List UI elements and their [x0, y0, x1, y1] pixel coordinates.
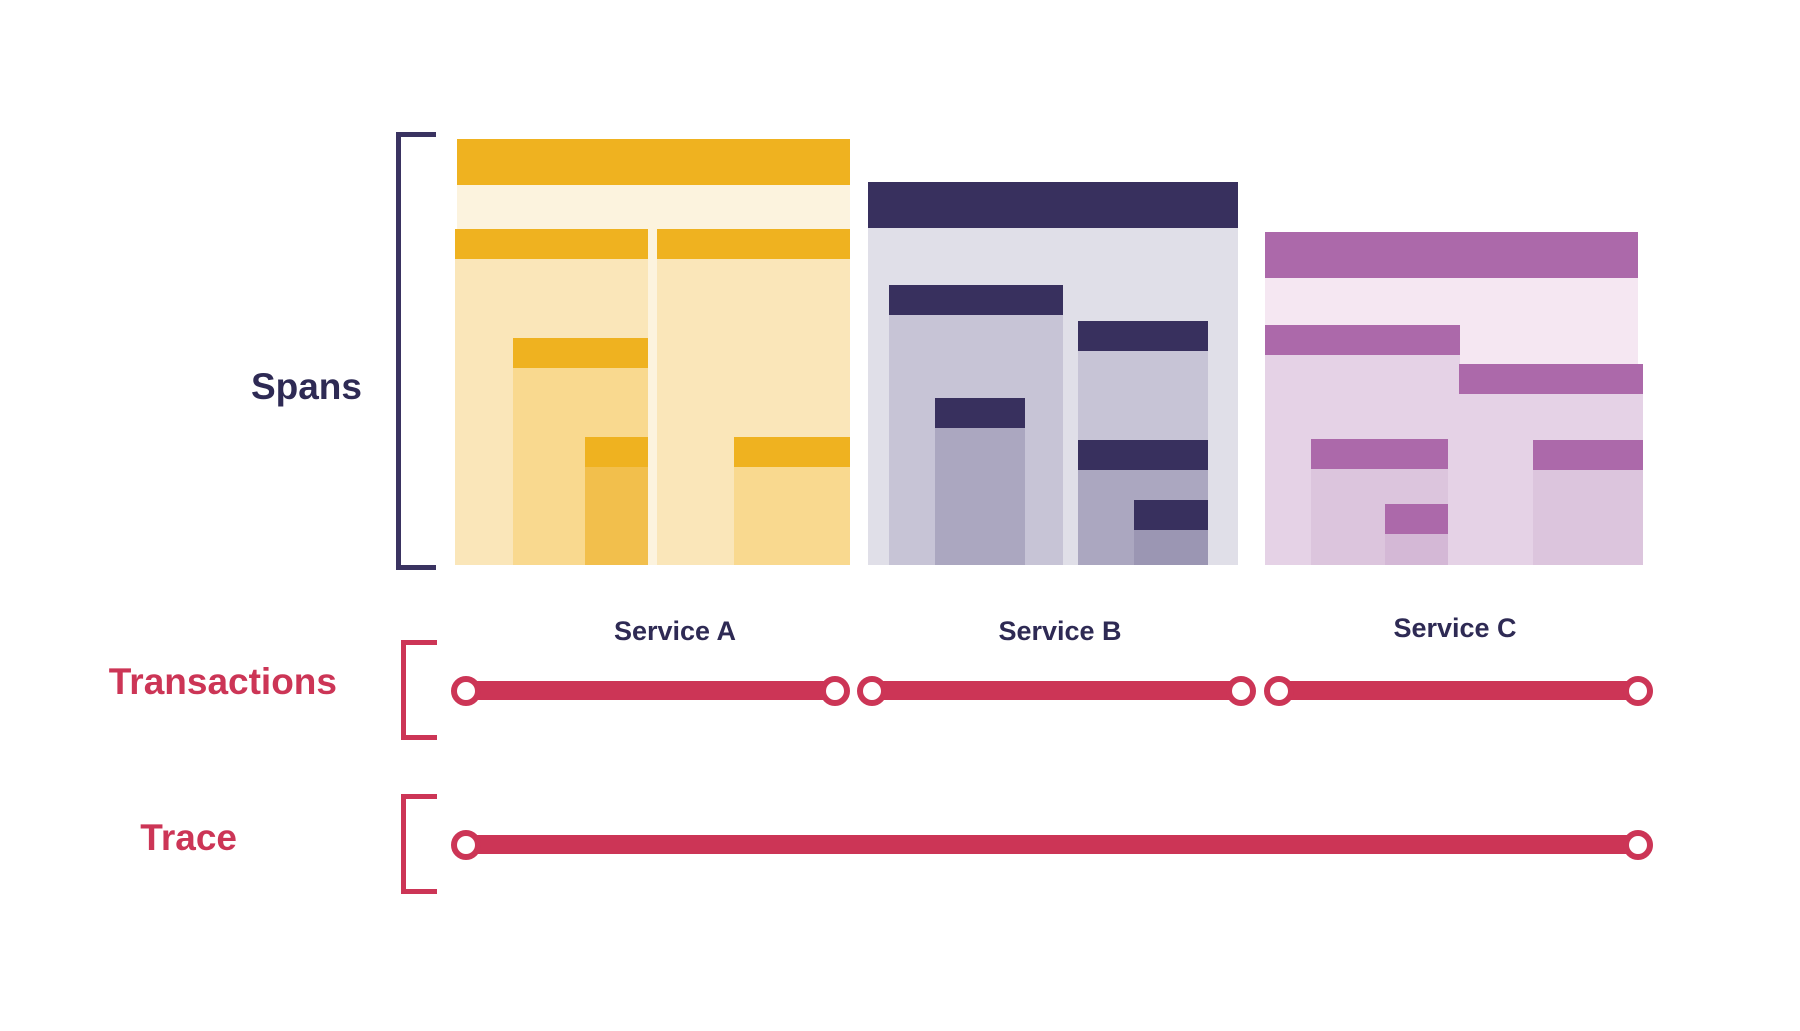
- span-service-b-5: [1134, 500, 1208, 565]
- span-service-c-4: [1533, 440, 1643, 565]
- span-cap: [1265, 232, 1638, 278]
- span-cap: [868, 182, 1238, 228]
- span-body: [734, 467, 850, 565]
- span-cap: [935, 398, 1025, 428]
- span-body: [1134, 530, 1208, 565]
- span-cap: [1265, 325, 1460, 355]
- trace-row-label: Trace: [140, 817, 237, 858]
- transaction-node-b-start: [857, 676, 887, 706]
- span-cap: [1078, 440, 1208, 470]
- span-service-b-3: [935, 398, 1025, 565]
- span-cap: [1385, 504, 1448, 534]
- spans-row-label: Spans: [250, 366, 362, 407]
- trace-segment: [455, 835, 1640, 854]
- span-cap: [455, 229, 648, 259]
- span-service-c-5: [1385, 504, 1448, 565]
- transactions-row-label: Transactions: [108, 661, 337, 702]
- span-service-a-5: [734, 437, 850, 565]
- transaction-node-a-end: [820, 676, 850, 706]
- transaction-node-a-start: [451, 676, 481, 706]
- span-cap: [734, 437, 850, 467]
- trace-node-start: [451, 830, 481, 860]
- service-label-a: Service A: [613, 616, 737, 646]
- span-cap: [1134, 500, 1208, 530]
- span-cap: [889, 285, 1063, 315]
- span-service-a-4: [585, 437, 648, 565]
- transaction-segment-a: [455, 681, 833, 700]
- span-body: [1385, 534, 1448, 565]
- transaction-node-c-start: [1264, 676, 1294, 706]
- transaction-segment-b: [864, 681, 1242, 700]
- trace-node-end: [1623, 830, 1653, 860]
- span-cap: [1078, 321, 1208, 351]
- trace-bracket: [401, 794, 437, 894]
- spans-bracket: [396, 132, 436, 570]
- span-body: [585, 467, 648, 565]
- span-body: [1533, 470, 1643, 565]
- span-cap: [1311, 439, 1448, 469]
- span-cap: [457, 139, 850, 185]
- service-label-b: Service B: [998, 616, 1122, 646]
- span-cap: [1459, 364, 1643, 394]
- service-label-c: Service C: [1393, 613, 1517, 643]
- span-cap: [657, 229, 850, 259]
- span-cap: [1533, 440, 1643, 470]
- span-cap: [585, 437, 648, 467]
- transactions-bracket: [401, 640, 437, 740]
- transaction-segment-c: [1272, 681, 1639, 700]
- span-body: [935, 428, 1025, 565]
- transaction-node-c-end: [1623, 676, 1653, 706]
- span-cap: [513, 338, 648, 368]
- transaction-node-b-end: [1226, 676, 1256, 706]
